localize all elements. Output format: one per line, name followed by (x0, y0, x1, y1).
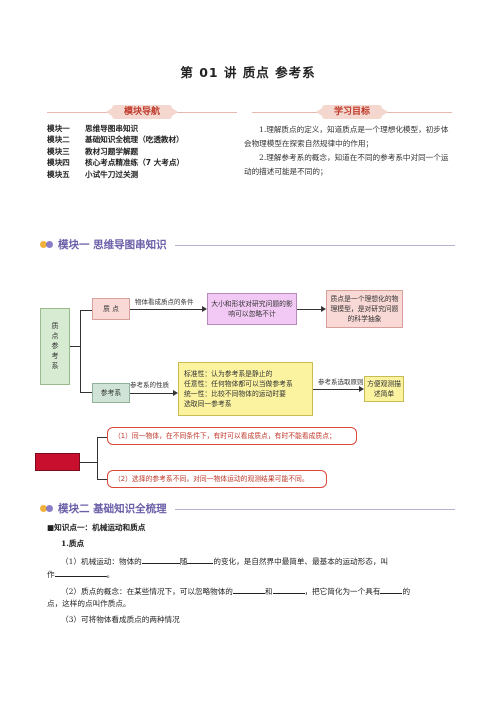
fill-blank[interactable] (54, 568, 107, 577)
section-header-basics: 模块二 基础知识全梳理 (40, 500, 455, 516)
module-item: 模块一思维导图串知识 (47, 124, 139, 133)
principle-label: 参考系选取原则 (318, 378, 364, 386)
property-label: 参考系的性质 (130, 381, 169, 389)
model-box: 质点是一个理想化的物理模型，是对研究问题的科学抽象 (326, 290, 403, 328)
fill-blank[interactable] (272, 585, 305, 594)
paragraph-2-cont: 点，这样的点叫作质点。 (47, 599, 131, 608)
condition-box: 大小和形状对研究问题的影响可以忽略不计 (207, 293, 297, 325)
paragraph-1-cont: 作。 (47, 568, 115, 579)
module-nav-banner: 模块导航 (47, 104, 237, 120)
page-title: 第 01 讲 质点 参考系 (180, 65, 316, 80)
goal-item: 2.理解参考系的概念，知道在不同的参考系中对同一个运动的描述可能是不同的； (244, 153, 449, 176)
fill-blank[interactable] (141, 555, 180, 564)
mindmap-node-cankaoxi: 参考系 (92, 383, 130, 403)
knowledge-point-heading: ■知识点一：机械运动和质点 (47, 523, 146, 532)
mindmap-node-zhidian: 质 点 (92, 298, 130, 320)
property-line: 标准性：认为参考系是静止的 (184, 370, 273, 378)
paragraph-2: （2）质点的概念：在某些情况下，可以忽略物体的和，把它简化为一个具有的 (61, 585, 411, 596)
module-item: 模块二基础知识全梳理（吃透教材） (47, 135, 184, 145)
property-line: 选取同一参考系 (184, 400, 232, 408)
note-1: （1）同一物体，在不同条件下，有时可以看成质点，有时不能看成质点； (107, 427, 357, 445)
section-bullet-icon (40, 504, 54, 513)
condition-label: 物体看成质点的条件 (135, 298, 194, 306)
subheading: 1.质点 (61, 539, 85, 548)
module-list: 模块一思维导图串知识 模块二基础知识全梳理（吃透教材） 模块三教材习题学解题 模… (47, 123, 237, 180)
property-box: 标准性：认为参考系是静止的 任意性：任何物体都可以当做参考系 统一性：比较不同物… (178, 362, 313, 416)
note-2: （2）选择的参考系不同，对同一物体运动的观测结果可能不同。 (107, 470, 327, 488)
principle-box: 方便观测描述简单 (364, 376, 404, 402)
paragraph-3: （3）可将物体看成质点的两种情况 (61, 615, 180, 624)
module-item: 模块三教材习题学解题 (47, 146, 139, 156)
module-nav-label: 模块导航 (105, 105, 179, 119)
goal-item: 1.理解质点的定义，知道质点是一个理想化模型，初步体会物理模型在探索自然规律中的… (244, 125, 449, 148)
learning-goals: 1.理解质点的定义，知道质点是一个理想化模型，初步体会物理模型在探索自然规律中的… (244, 123, 454, 179)
knowledge-content: ■知识点一：机械运动和质点 1.质点 （1）机械运动：物体的随的变化，是自然界中… (47, 522, 457, 626)
property-line: 任意性：任何物体都可以当做参考系 (184, 380, 293, 388)
property-line: 统一性：比较不同物体的运动时要 (184, 390, 286, 398)
mindmap-root: 质点参考系 (40, 308, 70, 385)
learning-goals-label: 学习目标 (315, 105, 389, 119)
fill-blank[interactable] (232, 585, 265, 594)
fill-blank[interactable] (187, 555, 214, 564)
fill-blank[interactable] (380, 585, 403, 594)
notes-marker (35, 453, 80, 471)
section-header-mindmap: 模块一 思维导图串知识 (40, 236, 455, 252)
learning-goals-banner: 学习目标 (252, 104, 452, 120)
module-item: 模块四核心考点精准练（7 大考点） (47, 158, 185, 168)
module-item: 模块五小试牛刀过关测 (47, 169, 139, 179)
section-bullet-icon (40, 240, 54, 249)
paragraph-1: （1）机械运动：物体的随的变化，是自然界中最简单、最基本的运动形态，叫 (61, 555, 389, 566)
